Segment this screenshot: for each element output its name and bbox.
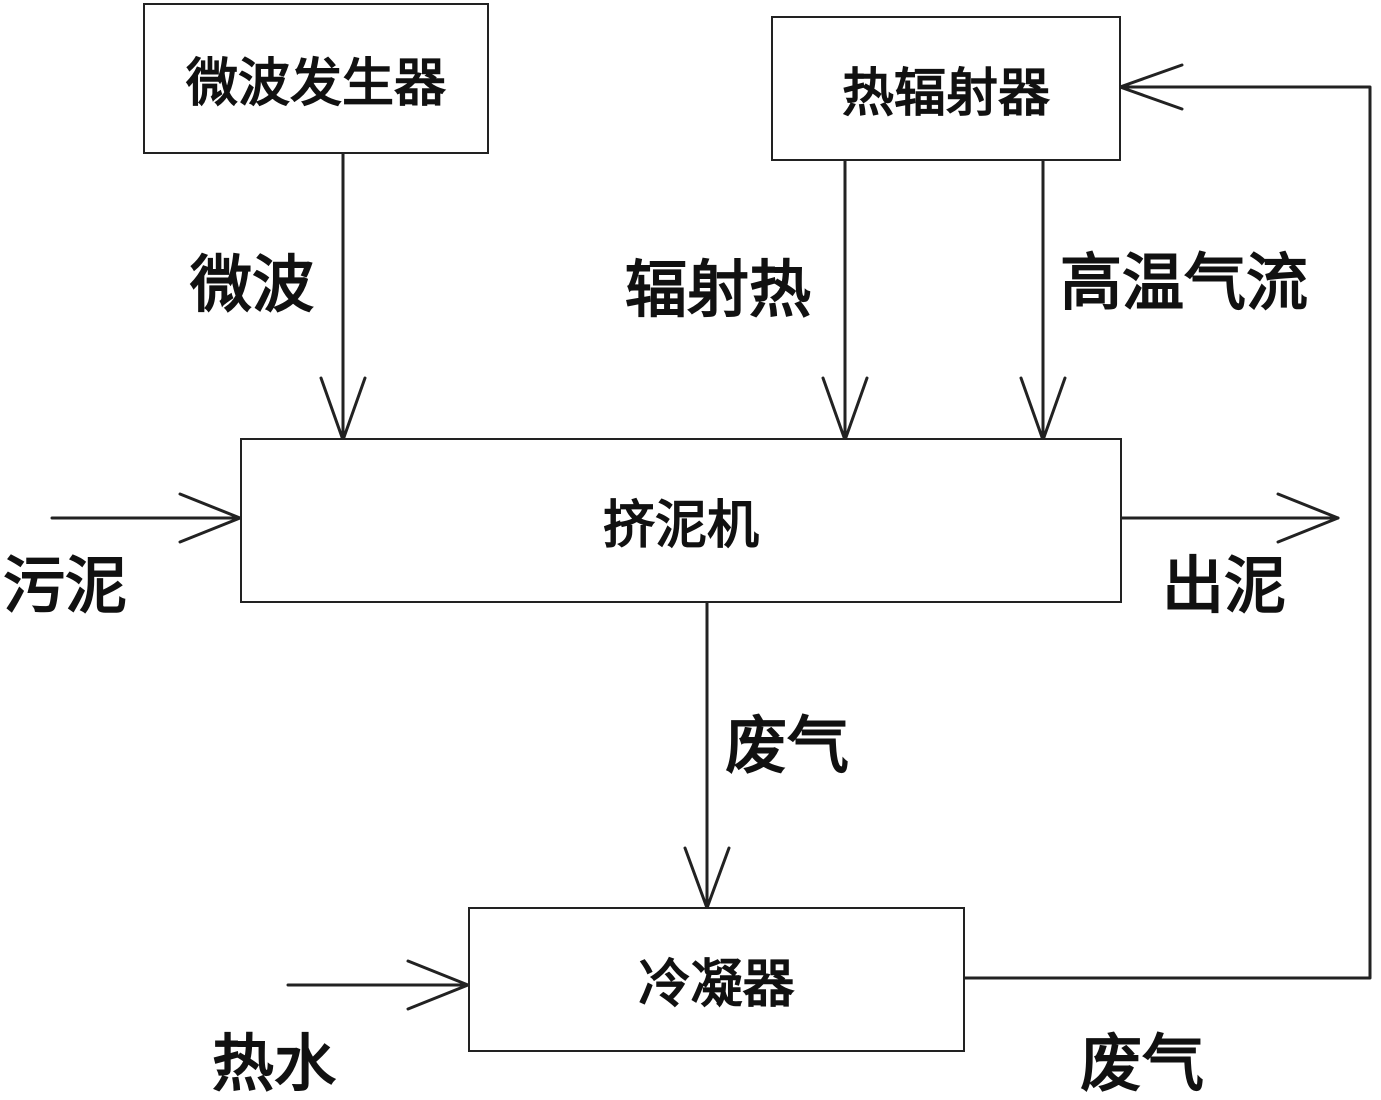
hot-airflow-arrow (1019, 158, 1067, 442)
sludge-out-arrow (1118, 492, 1340, 544)
sludge-extruder-label: 挤泥机 (602, 496, 759, 556)
hot-airflow-edge-label: 高温气流 (1060, 246, 1309, 319)
microwave-generator-node: 微波发生器 (143, 3, 489, 154)
microwave-arrow (319, 150, 367, 442)
hot-water-edge-label: 热水 (212, 1027, 337, 1100)
radiant-heat-edge-label: 辐射热 (625, 253, 812, 326)
exhaust-return-edge-label: 废气 (1080, 1027, 1205, 1100)
sludge-out-edge-label: 出泥 (1162, 549, 1287, 622)
microwave-edge-label: 微波 (190, 248, 315, 321)
heat-radiator-label: 热辐射器 (841, 64, 1050, 124)
condenser-node: 冷凝器 (468, 907, 965, 1052)
condenser-label: 冷凝器 (638, 955, 795, 1015)
sludge-in-arrow (50, 492, 242, 544)
exhaust-down-arrow (683, 600, 731, 910)
radiant-heat-arrow (821, 158, 869, 442)
microwave-generator-label: 微波发生器 (185, 54, 446, 114)
heat-radiator-node: 热辐射器 (771, 16, 1121, 161)
sludge-extruder-node: 挤泥机 (240, 438, 1122, 603)
sludge-in-edge-label: 污泥 (3, 549, 128, 622)
exhaust-down-edge-label: 废气 (725, 709, 850, 782)
hot-water-arrow (286, 959, 470, 1011)
